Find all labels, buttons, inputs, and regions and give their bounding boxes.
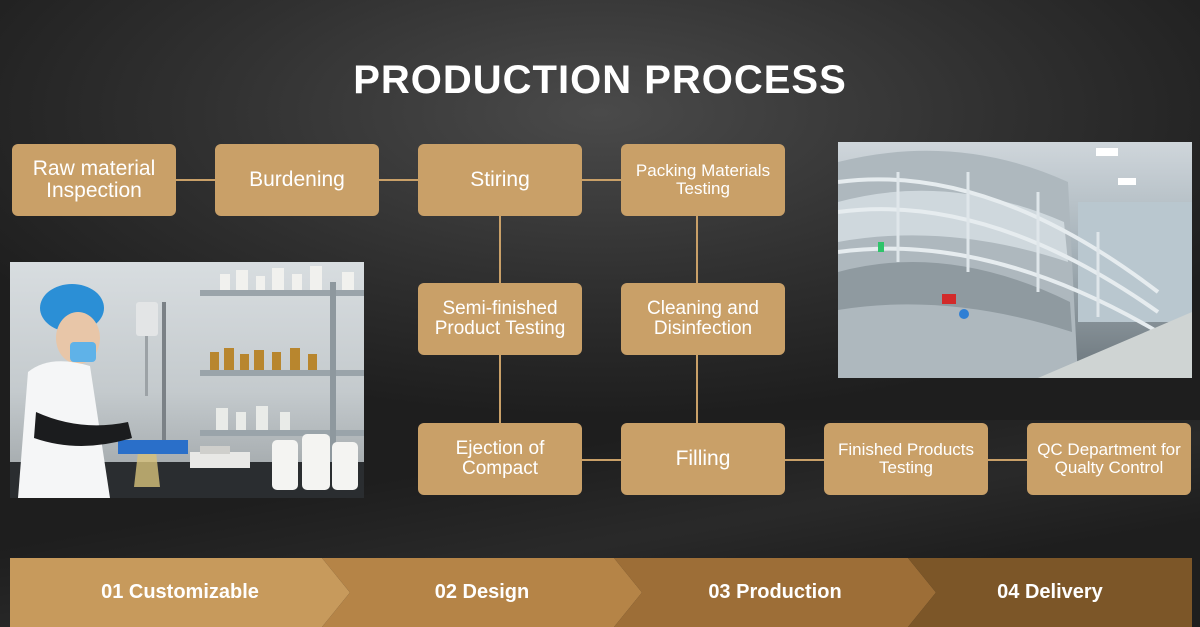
box-label-line2: Testing <box>676 179 730 198</box>
stage-customizable: 01 Customizable <box>10 558 350 627</box>
box-label: Stiring <box>470 169 530 191</box>
box-label-line1: Cleaning and <box>647 298 759 319</box>
box-label-line1: QC Department for <box>1037 440 1181 459</box>
box-label-line2: Disinfection <box>654 318 752 339</box>
box-label-line2: Testing <box>879 458 933 477</box>
box-label-line2: Product Testing <box>435 318 566 339</box>
box-label-line1: Packing Materials <box>636 161 770 180</box>
box-label-line1: Raw material <box>33 157 156 180</box>
stage-bar: 01 Customizable 02 Design 03 Production … <box>10 558 1192 627</box>
stage-label: 01 Customizable <box>101 581 259 604</box>
box-burdening: Burdening <box>215 144 379 216</box>
box-label: Filling <box>676 448 731 470</box>
stage-label: 02 Design <box>435 581 529 604</box>
stage-delivery: 04 Delivery <box>908 558 1192 627</box>
stage-production: 03 Production <box>614 558 936 627</box>
box-filling: Filling <box>621 423 785 495</box>
box-stiring: Stiring <box>418 144 582 216</box>
box-label-line2: Compact <box>462 458 538 479</box>
stage-design: 02 Design <box>322 558 642 627</box>
factory-photo <box>838 142 1192 378</box>
box-label-line2: Qualty Control <box>1055 458 1164 477</box>
box-label: Burdening <box>249 169 345 191</box>
box-label-line1: Finished Products <box>838 440 974 459</box>
stage-label: 04 Delivery <box>997 581 1103 604</box>
lab-photo <box>10 262 364 498</box>
stage-label: 03 Production <box>708 581 841 604</box>
box-label-line1: Ejection of <box>456 438 545 459</box>
box-label-line2: Inspection <box>46 179 142 202</box>
box-label-line1: Semi-finished <box>442 298 557 319</box>
